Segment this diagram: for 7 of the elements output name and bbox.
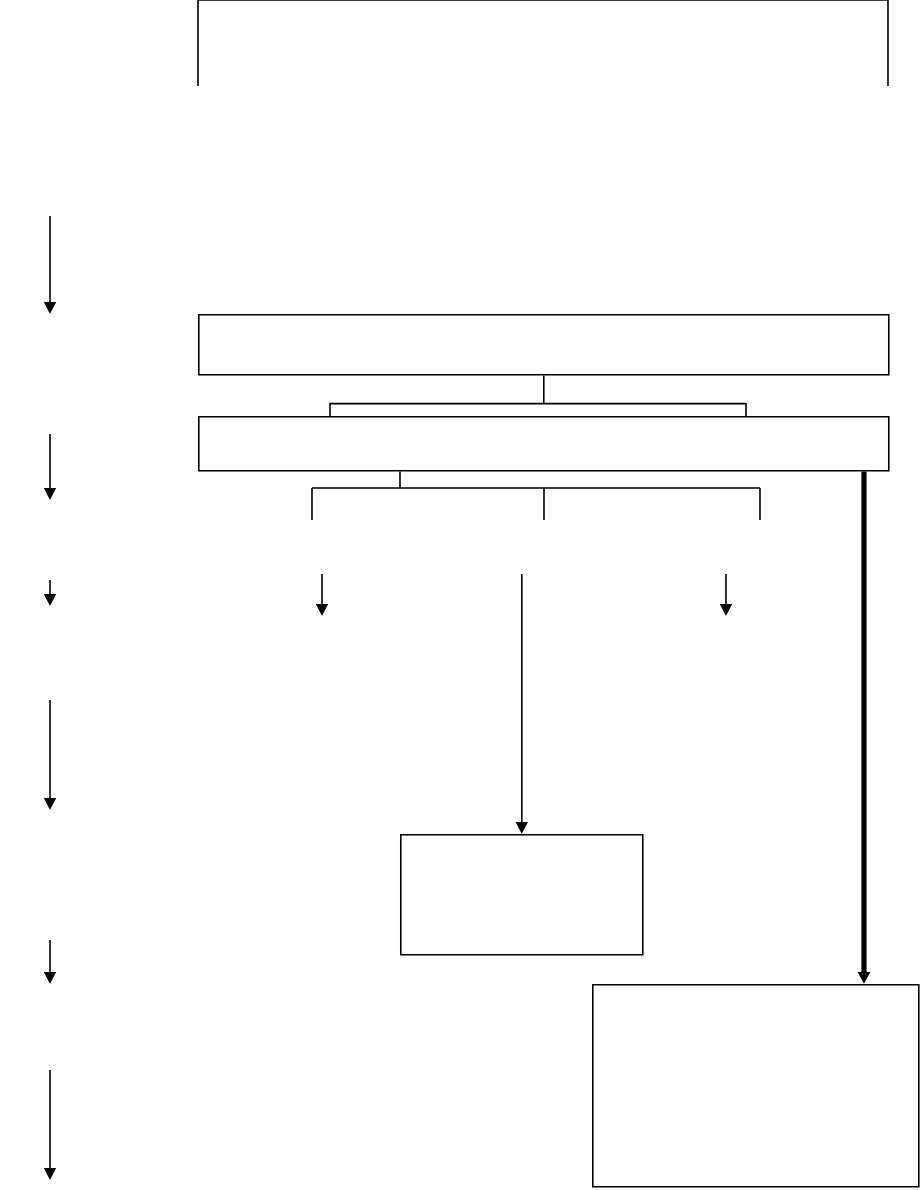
- flow-box: [592, 984, 920, 1188]
- flow-box: [400, 834, 644, 956]
- flow-box: [197, 0, 889, 87]
- flow-box: [198, 314, 890, 376]
- branch-connector: [311, 470, 761, 521]
- bracket-connector: [329, 374, 747, 417]
- flow-box: [198, 416, 890, 472]
